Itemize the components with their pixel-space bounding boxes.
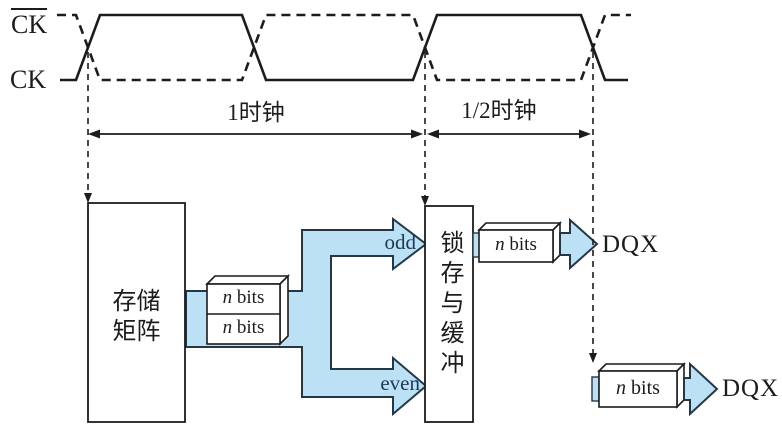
latch-output-tab-bottom [591, 376, 600, 402]
edge-reference-line-2 [421, 52, 429, 206]
nbits-bits: bits [509, 234, 537, 255]
nbits-slab-middle-top-face [205, 275, 290, 285]
latch-buffer-label: 锁存与缓冲 [436, 230, 462, 380]
dqx-top-block-arrow [559, 217, 599, 271]
nbits-slab-top-right-front [478, 229, 554, 263]
dqx-output-label-top: DQX [602, 231, 660, 258]
nbits-slab-top-right [477, 221, 562, 264]
nbits-slab-middle-right-face [279, 274, 289, 346]
dim1-right-arrowhead [411, 129, 423, 139]
nbits-n: n [222, 317, 233, 338]
ckbar-waveform-dashed [57, 13, 631, 82]
memory-matrix-label: 存储 矩阵 [88, 287, 185, 347]
dqx-output-label-bottom: DQX [722, 375, 780, 402]
nbits-slab-bottom-right [597, 362, 686, 409]
memory-matrix-label-line1: 存储 [112, 289, 161, 315]
nbits-slab-middle [205, 274, 290, 346]
ckbar-text: CK [11, 8, 48, 39]
memory-matrix-box [87, 202, 186, 423]
nbits-slab-bottom-right-right-face [676, 362, 685, 409]
ck-waveform-solid [60, 13, 628, 82]
latch-buffer-box [424, 205, 474, 423]
edge-arrowhead-1 [84, 193, 92, 203]
one-clock-dimension-arrow [88, 129, 423, 139]
nbits-n: n [616, 377, 627, 399]
odd-path-label: odd [384, 230, 417, 254]
nbits-label-middle-bottom: n bits [207, 317, 280, 339]
even-path-label: even [380, 371, 420, 395]
memory-matrix-label-line2: 矩阵 [112, 319, 161, 345]
nbits-bits: bits [631, 377, 660, 399]
half-clock-label: 1/2时钟 [461, 98, 537, 123]
nbits-bits: bits [236, 317, 265, 338]
ckbar-signal-label: CK [11, 8, 48, 40]
nbits-slab-bottom-right-front [598, 370, 678, 408]
dim2-left-arrowhead [427, 129, 439, 139]
edge-reference-line-1 [84, 52, 92, 203]
dqx-bottom-block-arrow [683, 361, 719, 417]
nbits-bits: bits [236, 287, 265, 308]
edge-reference-line-3 [589, 52, 597, 363]
one-clock-label: 1时钟 [227, 100, 285, 125]
nbits-slab-bottom-right-top-face [597, 363, 686, 372]
nbits-slab-top-right-top-face [477, 222, 562, 231]
edge-arrowhead-2 [421, 196, 429, 206]
half-clock-dimension-arrow [427, 129, 591, 139]
dim2-right-arrowhead [579, 129, 591, 139]
nbits-label-middle-top: n bits [207, 287, 280, 309]
nbits-n: n [222, 287, 233, 308]
nbits-label-bottom-right: n bits [599, 377, 677, 399]
ck-signal-label: CK [10, 65, 47, 94]
nbits-slab-top-right-right-face [552, 221, 561, 264]
nbits-label-top-right: n bits [479, 234, 553, 256]
nbits-n: n [495, 234, 505, 255]
edge-arrowhead-3 [589, 353, 597, 363]
dim1-left-arrowhead [88, 129, 100, 139]
